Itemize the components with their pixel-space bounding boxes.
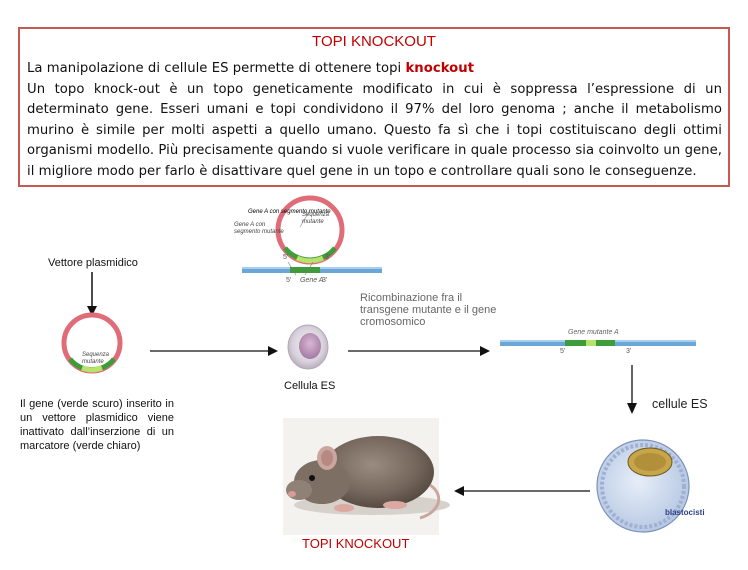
es-cell-illustration bbox=[287, 324, 329, 370]
page-title: TOPI KNOCKOUT bbox=[312, 33, 436, 50]
top-plasmid bbox=[275, 195, 345, 265]
intro-text-body: Un topo knock-out è un topo geneticament… bbox=[27, 81, 722, 179]
gene-description: Il gene (verde scuro) inserito in un vet… bbox=[20, 398, 174, 452]
ricombinazione-label: Ricombinazione fra il transgene mutante … bbox=[360, 292, 497, 328]
blastocisti-label: blastocisti bbox=[665, 508, 705, 517]
arrowhead-left bbox=[454, 486, 464, 496]
cellule-es-label: cellule ES bbox=[652, 397, 708, 411]
mutant-gene-dna bbox=[500, 340, 696, 346]
knockout-mouse-illustration bbox=[283, 418, 450, 535]
three-prime-mutant: 3' bbox=[626, 348, 632, 355]
five-prime-top: 5' bbox=[283, 254, 289, 261]
intro-paragraph: La manipolazione di cellule ES permette … bbox=[27, 59, 722, 183]
vettore-plasmidico-label: Vettore plasmidico bbox=[48, 257, 138, 269]
gene-mutante-a-label: Gene mutante A bbox=[568, 329, 619, 336]
gene-a-segment-label: Gene A con segmento mutante bbox=[248, 209, 331, 215]
three-prime-top: 3' bbox=[325, 254, 331, 261]
five-prime-dna: 5' bbox=[286, 277, 292, 284]
gene-a-mutant-label: Gene A con segmento mutante bbox=[234, 222, 284, 235]
arrowhead-down-right bbox=[627, 403, 637, 414]
three-prime-dna: 3' bbox=[322, 277, 328, 284]
bottom-title: TOPI KNOCKOUT bbox=[302, 536, 410, 551]
intro-text-start: La manipolazione di cellule ES permette … bbox=[27, 61, 406, 76]
gene-a-segment-label-line1: Gene A con segmento mutante bbox=[248, 209, 331, 215]
sequenza-mutante-top-label: Sequenza mutante bbox=[302, 212, 330, 225]
intro-box: TOPI KNOCKOUT La manipolazione di cellul… bbox=[18, 27, 730, 187]
sequenza-mutante-lower-label: Sequenza mutante bbox=[82, 352, 110, 365]
arrowhead-down-left bbox=[87, 306, 97, 316]
chromosome-dna bbox=[242, 261, 382, 276]
five-prime-mutant: 5' bbox=[560, 348, 566, 355]
lower-plasmid bbox=[61, 312, 123, 374]
arrowhead-right-1 bbox=[268, 346, 278, 356]
intro-keyword: knockout bbox=[405, 61, 475, 76]
gene-a-dna-label: Gene A bbox=[300, 277, 324, 284]
cellula-es-label: Cellula ES bbox=[284, 380, 336, 392]
arrowhead-right-2 bbox=[480, 346, 490, 356]
blastocyst-illustration bbox=[596, 439, 690, 533]
